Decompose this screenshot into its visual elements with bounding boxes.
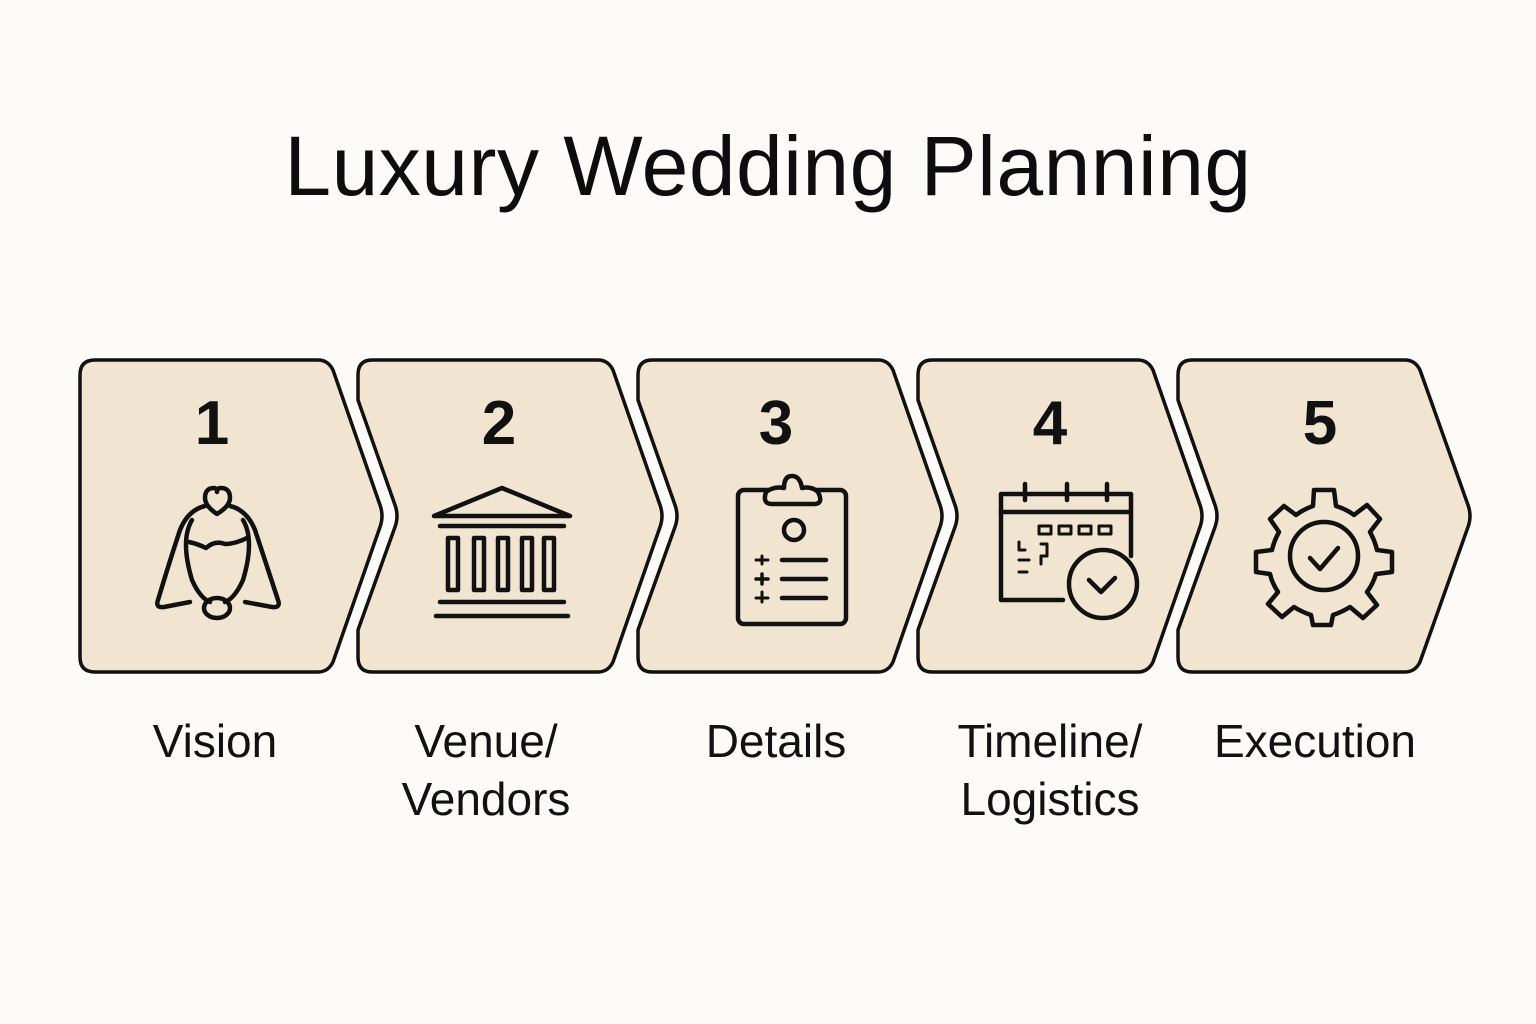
- page-title: Luxury Wedding Planning: [284, 119, 1252, 213]
- step-4-label: Timeline/ Logistics: [957, 715, 1143, 825]
- building-columns-icon: [431, 485, 573, 619]
- bride-veil-icon: [155, 485, 281, 621]
- step-4-number: 4: [1032, 389, 1068, 458]
- step-1-number: 1: [194, 389, 230, 458]
- step-2-label: Venue/ Vendors: [401, 715, 571, 825]
- calendar-clock-icon: [998, 481, 1140, 621]
- step-2-number: 2: [481, 389, 517, 458]
- step-5-number: 5: [1302, 389, 1338, 458]
- clipboard-checklist-icon: [735, 473, 849, 627]
- gear-check-icon: [1253, 487, 1395, 628]
- step-3-number: 3: [758, 389, 794, 458]
- step-1-label: Vision: [152, 715, 278, 767]
- step-3-label: Details: [705, 715, 847, 767]
- step-5-label: Execution: [1213, 715, 1416, 767]
